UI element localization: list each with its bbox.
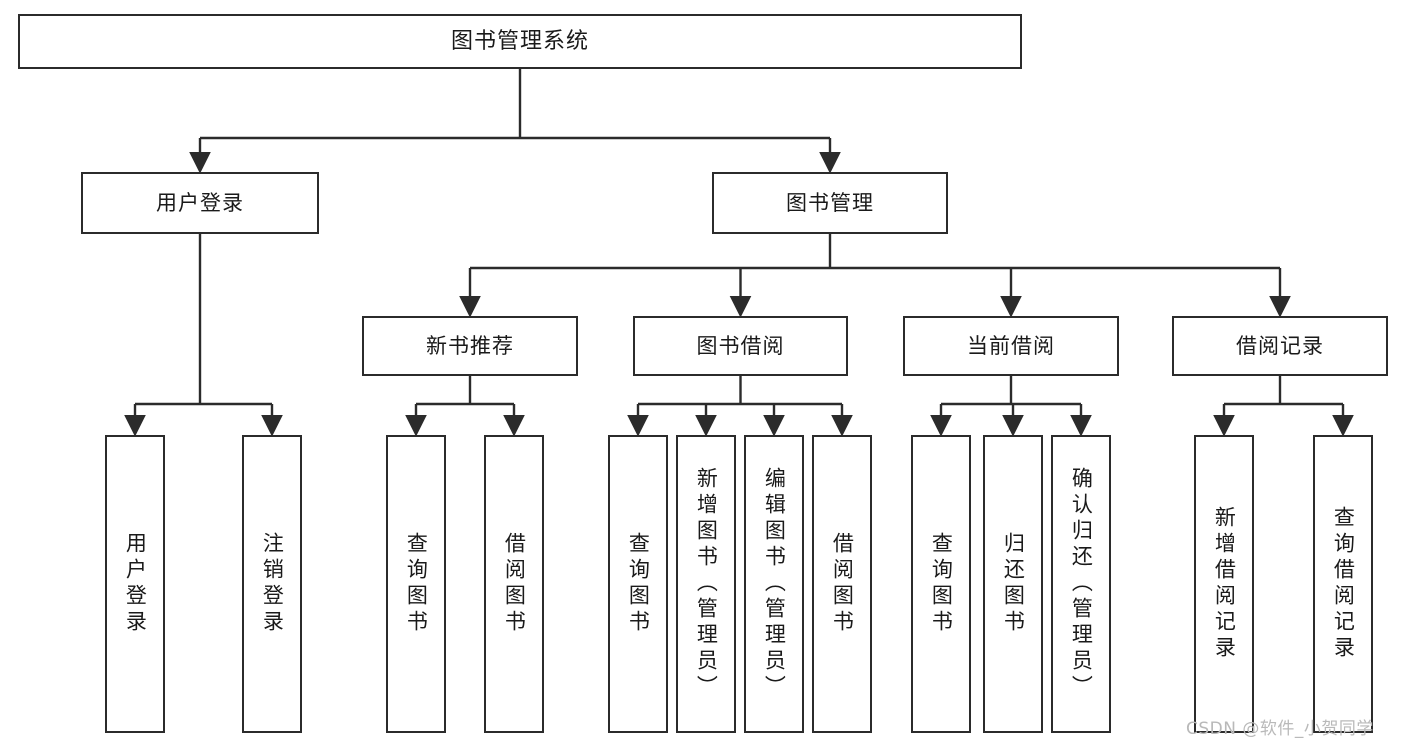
node-label: 编辑图书（管理员） <box>762 467 787 701</box>
node-leaf-4[interactable]: 借阅图书 <box>484 435 544 733</box>
watermark-csdn: CSDN @软件_小贺同学 <box>1186 719 1374 739</box>
node-label: 新增图书（管理员） <box>694 467 719 701</box>
node-leaf-12[interactable]: 新增借阅记录 <box>1194 435 1254 733</box>
node-label: 注销登录 <box>260 532 285 636</box>
node-leaf-1[interactable]: 用户登录 <box>105 435 165 733</box>
node-leaf-3[interactable]: 查询图书 <box>386 435 446 733</box>
node-leaf-6[interactable]: 新增图书（管理员） <box>676 435 736 733</box>
node-records[interactable]: 借阅记录 <box>1172 316 1388 376</box>
node-label: 用户登录 <box>123 532 148 636</box>
node-label: 图书管理系统 <box>450 28 589 54</box>
node-label: 图书管理 <box>786 190 874 215</box>
node-label: 确认归还（管理员） <box>1069 467 1094 701</box>
node-current[interactable]: 当前借阅 <box>903 316 1119 376</box>
node-label: 新增借阅记录 <box>1212 506 1237 662</box>
node-label: 查询图书 <box>626 532 651 636</box>
node-new-books[interactable]: 新书推荐 <box>362 316 578 376</box>
node-leaf-9[interactable]: 查询图书 <box>911 435 971 733</box>
node-leaf-10[interactable]: 归还图书 <box>983 435 1043 733</box>
node-leaf-13[interactable]: 查询借阅记录 <box>1313 435 1373 733</box>
node-label: 新书推荐 <box>426 333 514 358</box>
node-leaf-8[interactable]: 借阅图书 <box>812 435 872 733</box>
node-leaf-2[interactable]: 注销登录 <box>242 435 302 733</box>
node-label: 查询图书 <box>404 532 429 636</box>
node-label: 图书借阅 <box>696 333 785 358</box>
node-leaf-11[interactable]: 确认归还（管理员） <box>1051 435 1111 733</box>
node-label: 归还图书 <box>1001 532 1026 636</box>
node-book-manage[interactable]: 图书管理 <box>712 172 948 234</box>
node-label: 借阅记录 <box>1236 333 1324 358</box>
node-label: 用户登录 <box>156 190 244 215</box>
node-borrow[interactable]: 图书借阅 <box>633 316 848 376</box>
node-leaf-7[interactable]: 编辑图书（管理员） <box>744 435 804 733</box>
node-label: 借阅图书 <box>502 532 527 636</box>
node-root[interactable]: 图书管理系统 <box>18 14 1022 69</box>
node-label: 查询图书 <box>929 532 954 636</box>
node-label: 查询借阅记录 <box>1331 506 1356 662</box>
node-leaf-5[interactable]: 查询图书 <box>608 435 668 733</box>
node-label: 借阅图书 <box>830 532 855 636</box>
node-user-login[interactable]: 用户登录 <box>81 172 319 234</box>
node-label: 当前借阅 <box>967 333 1055 358</box>
